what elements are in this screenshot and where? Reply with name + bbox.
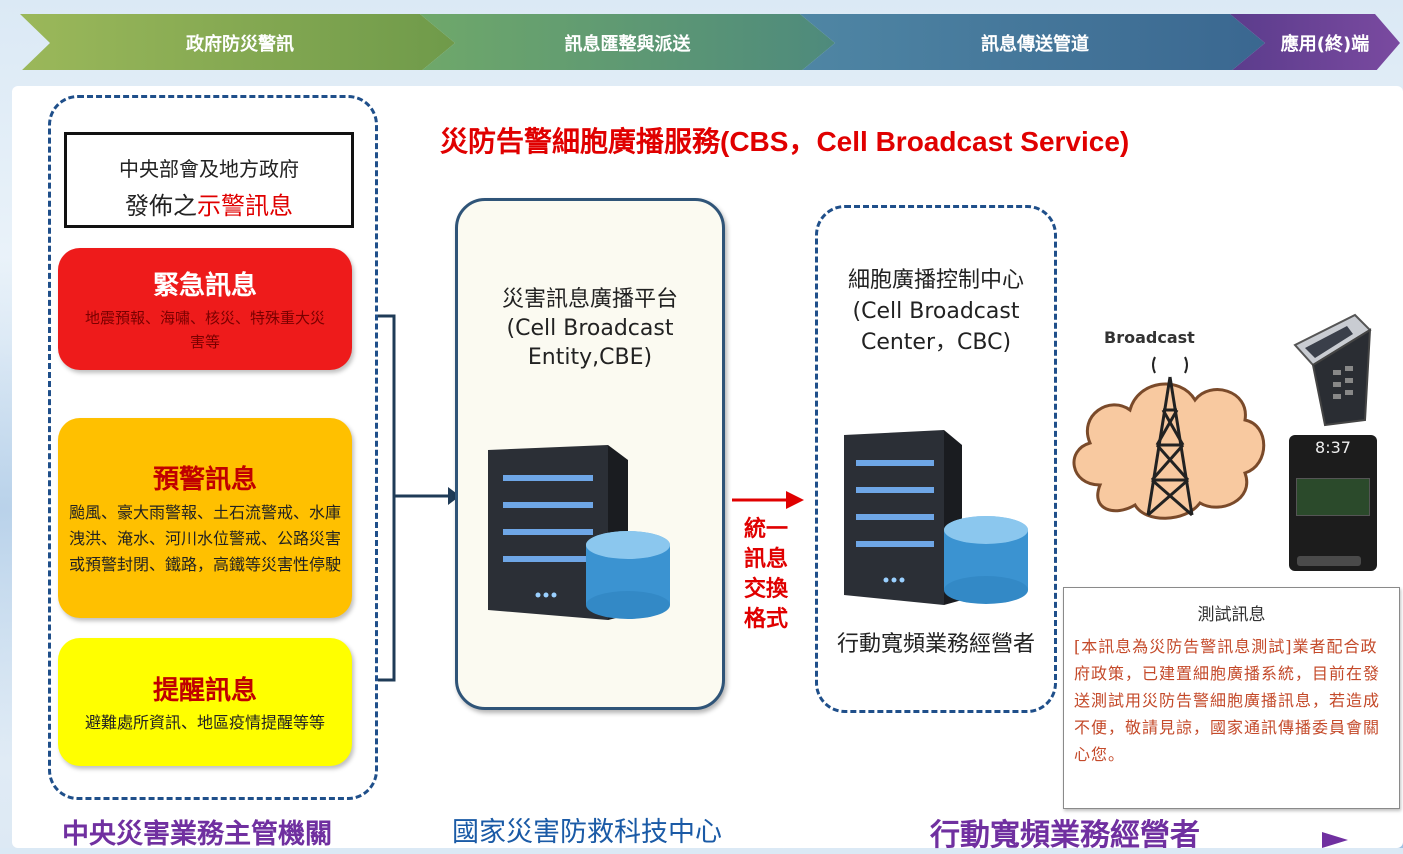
footer-middle-label: 國家災害防救科技中心 <box>452 817 722 848</box>
stage-1-label: 政府防災警訊 <box>186 34 294 55</box>
stage-chevrons <box>20 14 1400 70</box>
phone-alert <box>1296 478 1370 516</box>
reminder-body: 避難處所資訊、地區疫情提醒等等 <box>84 712 325 732</box>
stage-4-chevron <box>1230 14 1400 70</box>
phone-time: 8:37 <box>1315 438 1351 457</box>
reminder-title: 提醒訊息 <box>152 675 257 706</box>
broadcast-label: Broadcast <box>1104 328 1195 347</box>
emergency-body: 地震預報、海嘯、核災、特殊重大災害等 <box>84 308 325 351</box>
test-message-prefix: [本訊息為災防告警訊息測試] <box>1074 637 1293 656</box>
cbc-label: 細胞廣播控制中心(Cell Broadcast Center，CBC) <box>847 268 1024 355</box>
stage-1-chevron <box>20 14 455 70</box>
warning-body: 颱風、豪大雨警報、土石流警戒、水庫洩洪、淹水、河川水位警戒、公路災害或預警封閉、… <box>69 502 342 574</box>
cbc-group <box>815 205 1057 713</box>
exchange-line-2: 訊息 <box>743 547 788 572</box>
stage-2-label: 訊息匯整與派送 <box>564 34 691 55</box>
source-line1: 中央部會及地方政府 <box>119 157 299 181</box>
test-message-title: 測試訊息 <box>1197 605 1266 625</box>
diagram-title: 災防告警細胞廣播服務(CBS，Cell Broadcast Service) <box>440 126 1130 157</box>
source-line2-highlight: 示警訊息 <box>197 192 293 220</box>
reminder-message-card: 提醒訊息 避難處所資訊、地區疫情提醒等等 <box>58 638 352 766</box>
warning-title: 預警訊息 <box>152 464 257 495</box>
cbe-server-icon <box>488 445 670 620</box>
flip-phone-icon <box>1293 313 1372 427</box>
phone-slider <box>1297 556 1361 566</box>
cbe-label: 災害訊息廣播平台(Cell Broadcast Entity,CBE) <box>501 287 678 370</box>
test-message-box: 測試訊息 [本訊息為災防告警訊息測試]業者配合政府政策，已建置細胞廣播系統，目前… <box>1063 587 1400 809</box>
source-box: 中央部會及地方政府 發佈之示警訊息 <box>64 132 354 228</box>
exchange-format-label: 統一 訊息 交換 格式 <box>736 515 796 635</box>
stage-2-chevron <box>420 14 835 70</box>
cbc-operator-label: 行動寬頻業務經營者 <box>836 632 1035 657</box>
next-arrow-icon <box>1322 832 1348 848</box>
stage-3-label: 訊息傳送管道 <box>981 34 1089 55</box>
exchange-line-1: 統一 <box>743 517 788 542</box>
source-line2-prefix: 發佈之 <box>125 192 197 220</box>
emergency-message-card: 緊急訊息 地震預報、海嘯、核災、特殊重大災害等 <box>58 248 352 370</box>
test-message-body: 業者配合政府政策，已建置細胞廣播系統，目前在發送測試用災防告警細胞廣播訊息，若造… <box>1074 637 1381 764</box>
broadcast-tower-icon <box>1072 356 1266 520</box>
red-arrow-icon <box>732 491 804 509</box>
stage-4-label: 應用(終)端 <box>1280 34 1370 55</box>
exchange-line-4: 格式 <box>743 607 788 632</box>
footer-right-label: 行動寬頻業務經營者 <box>930 818 1200 853</box>
government-group <box>48 95 378 800</box>
bracket-arrow <box>378 314 460 682</box>
emergency-title: 緊急訊息 <box>152 270 257 301</box>
warning-message-card: 預警訊息 颱風、豪大雨警報、土石流警戒、水庫洩洪、淹水、河川水位警戒、公路災害或… <box>58 418 352 618</box>
cbc-server-icon <box>844 430 1028 605</box>
exchange-line-3: 交換 <box>743 577 788 602</box>
footer-left-label: 中央災害業務主管機關 <box>62 819 332 850</box>
stage-3-chevron <box>800 14 1265 70</box>
test-message-text: [本訊息為災防告警訊息測試]業者配合政府政策，已建置細胞廣播系統，目前在發送測試… <box>1064 625 1399 768</box>
source-line2: 發佈之示警訊息 <box>67 186 351 221</box>
